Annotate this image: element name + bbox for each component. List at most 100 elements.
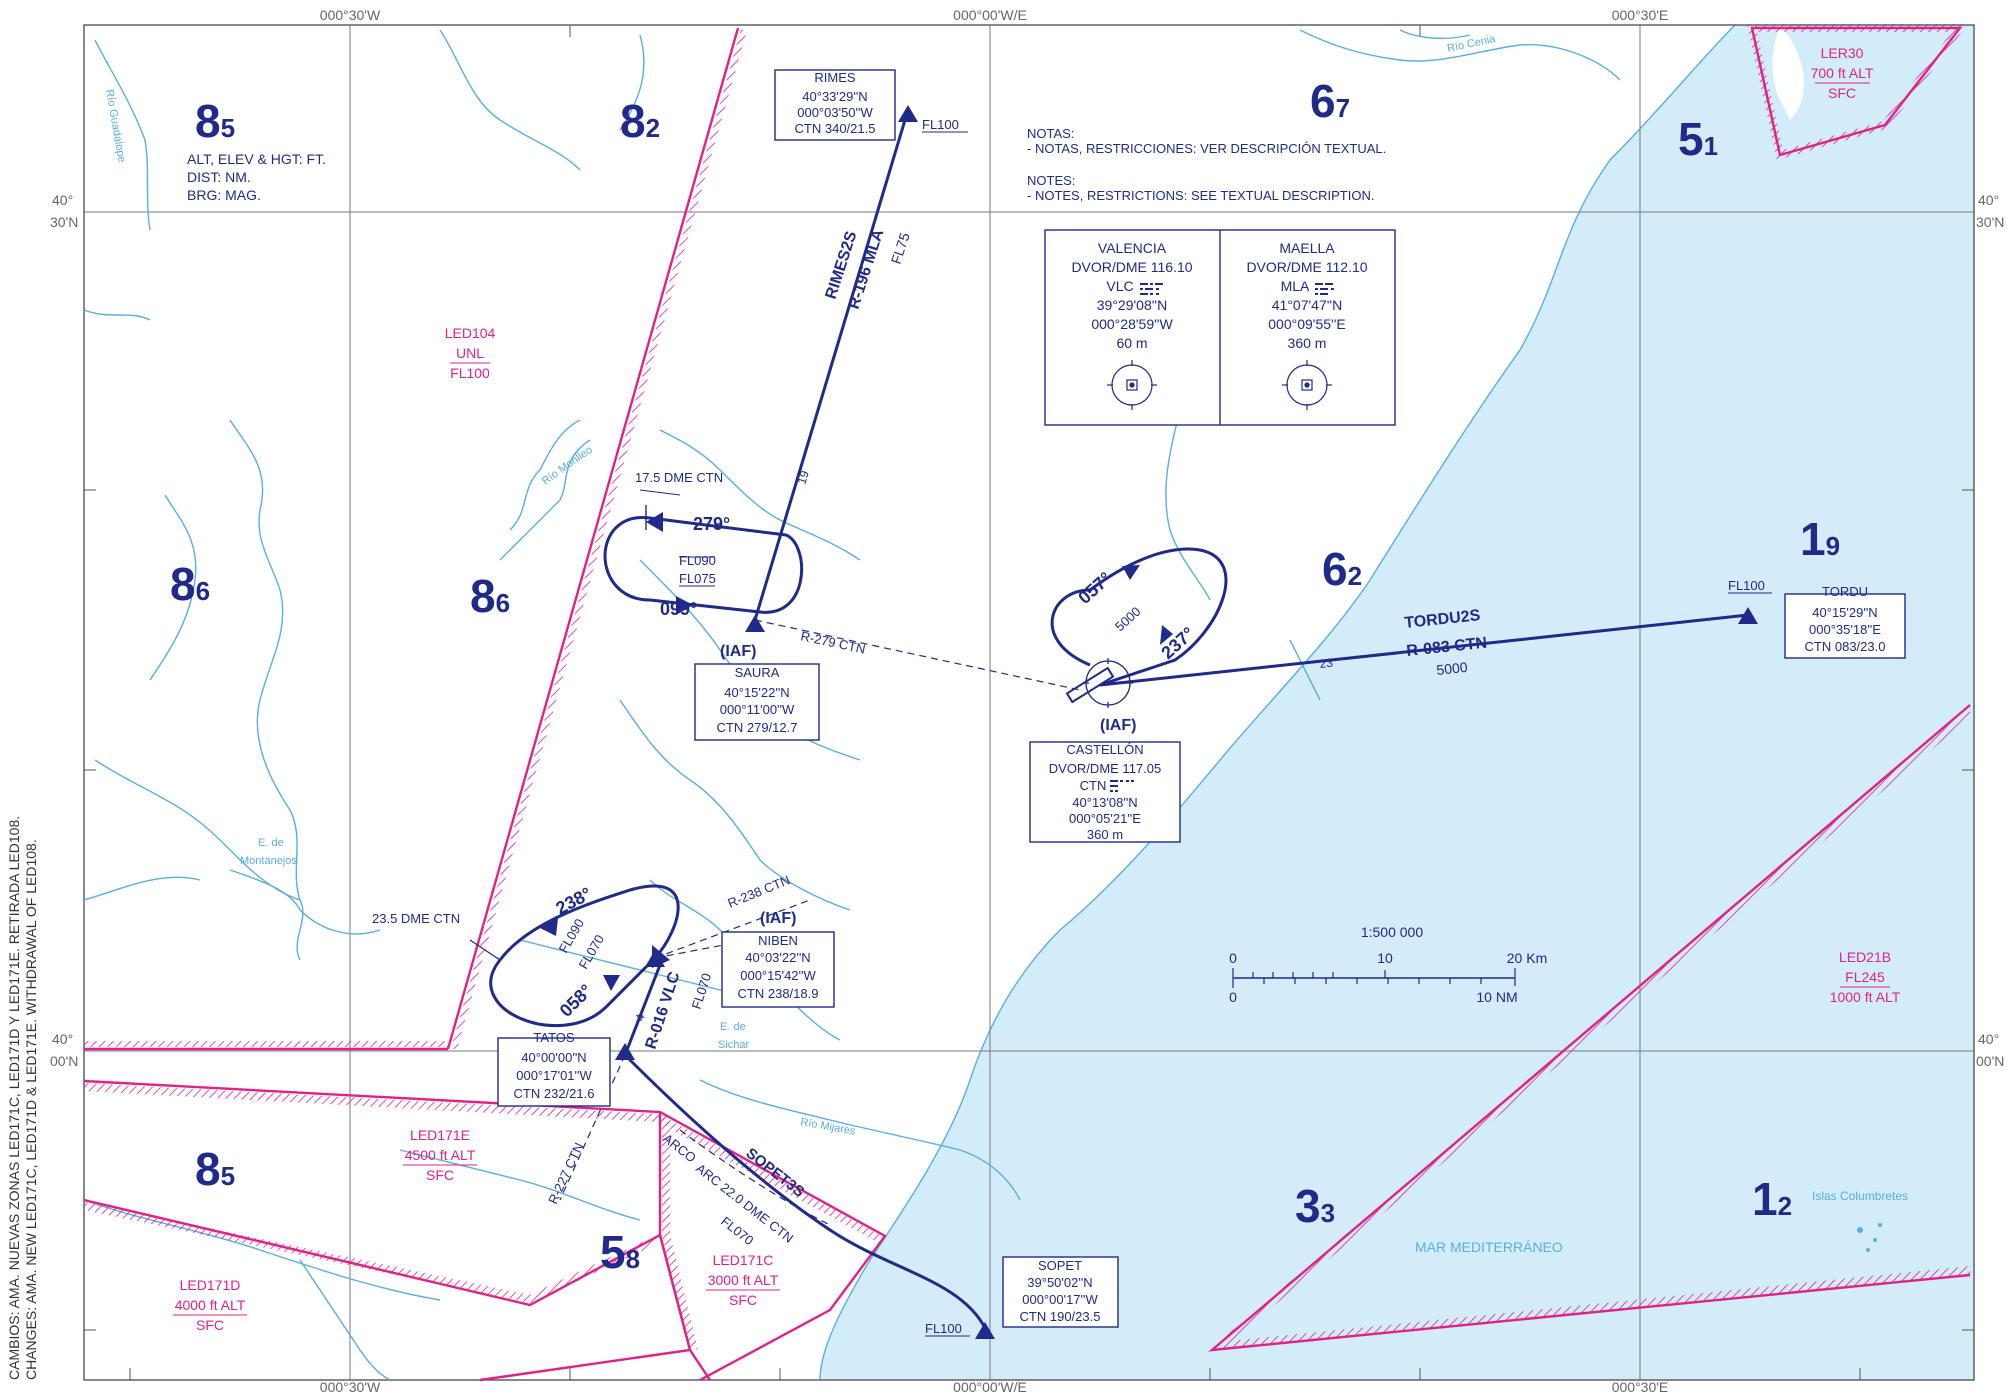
coord-right-upper-b: 30'N: [1976, 214, 2004, 230]
arc-22-dme: [679, 1129, 831, 1226]
maella-name: MAELLA: [1279, 240, 1335, 256]
niben-dme-leader: [469, 939, 501, 961]
tatos-lat: 40°00'00''N: [521, 1050, 586, 1065]
led171e-zone: [83, 1079, 887, 1382]
sopet-lon: 000°00'17''W: [1022, 1292, 1098, 1307]
led171c-name: LED171C: [713, 1252, 774, 1268]
ler30-name: LER30: [1821, 45, 1864, 61]
routes: [469, 109, 1749, 1329]
coord-left-lower-b: 00'N: [50, 1053, 78, 1069]
r016-radial: R-016 VLC: [643, 969, 684, 1051]
rimes2s-alt: FL75: [888, 230, 913, 265]
sopet3s-alt: FL070: [718, 1214, 756, 1249]
sopet-triangle: [975, 1322, 995, 1339]
rimes-ctn: CTN 340/21.5: [795, 121, 876, 136]
coord-top-center: 000°00'W/E: [953, 7, 1027, 23]
valencia-ident: VLC: [1106, 278, 1133, 294]
grid-mora-value: 51: [1678, 113, 1718, 165]
river-guadalope: Río Guadalope: [103, 88, 128, 163]
river-monlleo: Río Monlleo: [540, 444, 595, 488]
tordu-lon: 000°35'18''E: [1809, 622, 1881, 637]
saura-name: SAURA: [735, 665, 780, 680]
niben-lower: FL070: [576, 932, 607, 971]
r227-radial: [559, 1054, 626, 1201]
rimes-triangle: [898, 105, 918, 122]
niben-ctn: CTN 238/18.9: [738, 986, 819, 1001]
ler30-upper: 700 ft ALT: [1811, 65, 1874, 81]
valencia-lon: 000°28'59''W: [1091, 316, 1173, 332]
tordu2s-alt: 5000: [1436, 659, 1469, 678]
niben-inbound: 058°: [556, 980, 596, 1020]
led171d-upper: 4000 ft ALT: [175, 1297, 246, 1313]
tordu-triangle: [1738, 607, 1758, 624]
saura-inbound: 099°: [660, 599, 697, 619]
side-notes: CAMBIOS: AMA. NUEVAS ZONAS LED171C, LED1…: [6, 816, 39, 1380]
legend-line3: BRG: MAG.: [187, 187, 261, 203]
grid-mora-value: 19: [1800, 513, 1840, 565]
zone-labels: LED104 UNL FL100 LER30 700 ft ALT SFC LE…: [173, 45, 1901, 1333]
coord-right-lower-a: 40°: [1978, 1031, 1999, 1047]
grid-mora-value: 86: [470, 570, 510, 622]
tordu2s-dist: 23: [1319, 656, 1334, 671]
tatos-lon: 000°17'01''W: [516, 1068, 592, 1083]
maella-lon: 000°09'55''E: [1268, 316, 1345, 332]
grid-mora-value: 85: [195, 95, 235, 147]
rimes-name: RIMES: [814, 70, 856, 85]
tatos-triangle: [615, 1043, 635, 1060]
castellon-name: CASTELLÓN: [1066, 742, 1143, 757]
led171d-lower: SFC: [196, 1317, 224, 1333]
sea-area: [820, 25, 1974, 1380]
grid-mora-value: 62: [1322, 543, 1362, 595]
r016-track: [623, 964, 662, 1056]
morse-code-icon: [1140, 283, 1334, 295]
led171d-name: LED171D: [180, 1277, 241, 1293]
r227-label: R-227 CTN: [545, 1140, 586, 1206]
led171c-zone: [658, 1112, 711, 1381]
niben-name: NIBEN: [758, 933, 798, 948]
niben-iaf: (IAF): [760, 910, 796, 927]
led171e-upper: 4500 ft ALT: [405, 1147, 476, 1163]
chart-frame: [83, 24, 1975, 1381]
coord-right-upper-a: 40°: [1978, 192, 1999, 208]
scale-km-0: 0: [1229, 950, 1237, 966]
graticule: [84, 25, 1974, 1380]
led21b-lower: 1000 ft ALT: [1830, 989, 1901, 1005]
coord-bottom-right: 000°30'E: [1612, 1379, 1669, 1394]
niben-lon: 000°15'42''W: [740, 968, 816, 983]
tordu-box: [1784, 593, 1906, 659]
restricted-zones: [83, 24, 1973, 1382]
led104-lower: FL100: [450, 365, 490, 381]
niben-triangle: [645, 950, 665, 967]
rimes-lon: 000°03'50''W: [797, 105, 873, 120]
tatos-ctn: CTN 232/21.6: [514, 1086, 595, 1101]
castellon-alt: 5000: [1112, 604, 1144, 634]
scale-bar: 1:500 000 0 10 20 Km 0 10 NM: [1229, 924, 1547, 1005]
saura-outbound: 279°: [693, 514, 730, 534]
scale-nm-0: 0: [1229, 989, 1237, 1005]
side-note-en: CHANGES: AMA. NEW LED171C, LED171D & LED…: [23, 839, 39, 1380]
sea-label: MAR MEDITERRÁNEO: [1415, 1239, 1563, 1255]
castellon-ident: CTN: [1080, 778, 1107, 793]
coord-bottom-left: 000°30'W: [320, 1379, 381, 1394]
valencia-type: DVOR/DME 116.10: [1071, 259, 1192, 275]
castellon-outbound: 057°: [1074, 568, 1115, 608]
islands-label: Islas Columbretes: [1812, 1189, 1908, 1203]
niben-holding: [489, 884, 680, 1028]
scale-km-10: 10: [1377, 950, 1393, 966]
sopet-lat: 39°50'02''N: [1027, 1275, 1092, 1290]
rimes-fl: FL100: [922, 117, 959, 132]
grid-mora-value: 86: [170, 558, 210, 610]
legend-line2: DIST: NM.: [187, 169, 251, 185]
tordu-lat: 40°15'29''N: [1812, 605, 1877, 620]
valencia-lat: 39°29'08''N: [1097, 297, 1167, 313]
coord-right-lower-b: 00'N: [1976, 1053, 2004, 1069]
ler30-lower: SFC: [1828, 85, 1856, 101]
castellon-vor-icon: [1065, 658, 1133, 708]
waypoint-boxes: RIMES 40°33'29''N 000°03'50''W CTN 340/2…: [497, 69, 1906, 1337]
castellon-lat: 40°13'08''N: [1072, 795, 1137, 810]
sopet-fl: FL100: [925, 1321, 962, 1336]
tatos-box: [497, 1037, 611, 1107]
saura-dme: 17.5 DME CTN: [635, 470, 723, 485]
niben-outbound: 238°: [552, 883, 594, 918]
